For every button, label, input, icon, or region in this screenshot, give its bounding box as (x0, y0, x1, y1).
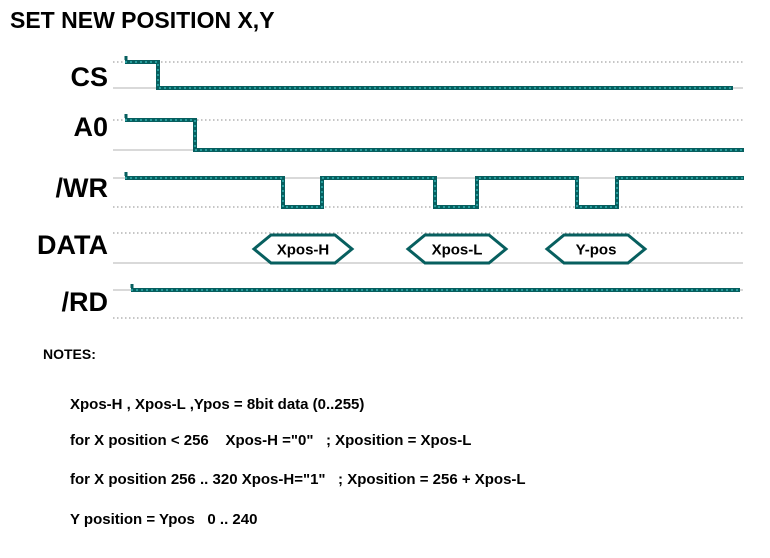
bus-value-label: Xpos-H (277, 242, 330, 259)
signal-trace-stipple (125, 177, 744, 208)
bus-value-hexagon (251, 233, 355, 265)
note-line: Xpos-H , Xpos-L ,Ypos = 8bit data (0..25… (70, 396, 365, 413)
bus-value-label: Y-pos (576, 242, 617, 259)
note-line: Y position = Ypos 0 .. 240 (70, 511, 258, 528)
signal-trace-stipple (125, 61, 733, 89)
bus-value-hexagon (405, 233, 509, 265)
signal-trace (125, 60, 733, 90)
signal-trace (125, 176, 744, 209)
page-title: SET NEW POSITION X,Y (10, 7, 275, 33)
signal-trace-stipple (125, 119, 744, 151)
bus-value-hexagon (544, 233, 648, 265)
signal-label-cs: CS (70, 62, 108, 92)
bus-value-label: Xpos-L (432, 242, 483, 259)
signal-label-wr: /WR (55, 173, 108, 203)
signal-label-rd: /RD (61, 287, 109, 317)
timing-diagram: Xpos-H Xpos-L Y-pos (113, 56, 744, 319)
signal-trace (125, 118, 744, 152)
signal-label-data: DATA (37, 230, 108, 260)
notes-heading: NOTES: (43, 346, 96, 362)
note-line: for X position < 256 Xpos-H ="0" ; Xposi… (70, 432, 472, 449)
signal-label-a0: A0 (73, 112, 108, 142)
note-line: for X position 256 .. 320 Xpos-H="1" ; X… (70, 471, 526, 488)
